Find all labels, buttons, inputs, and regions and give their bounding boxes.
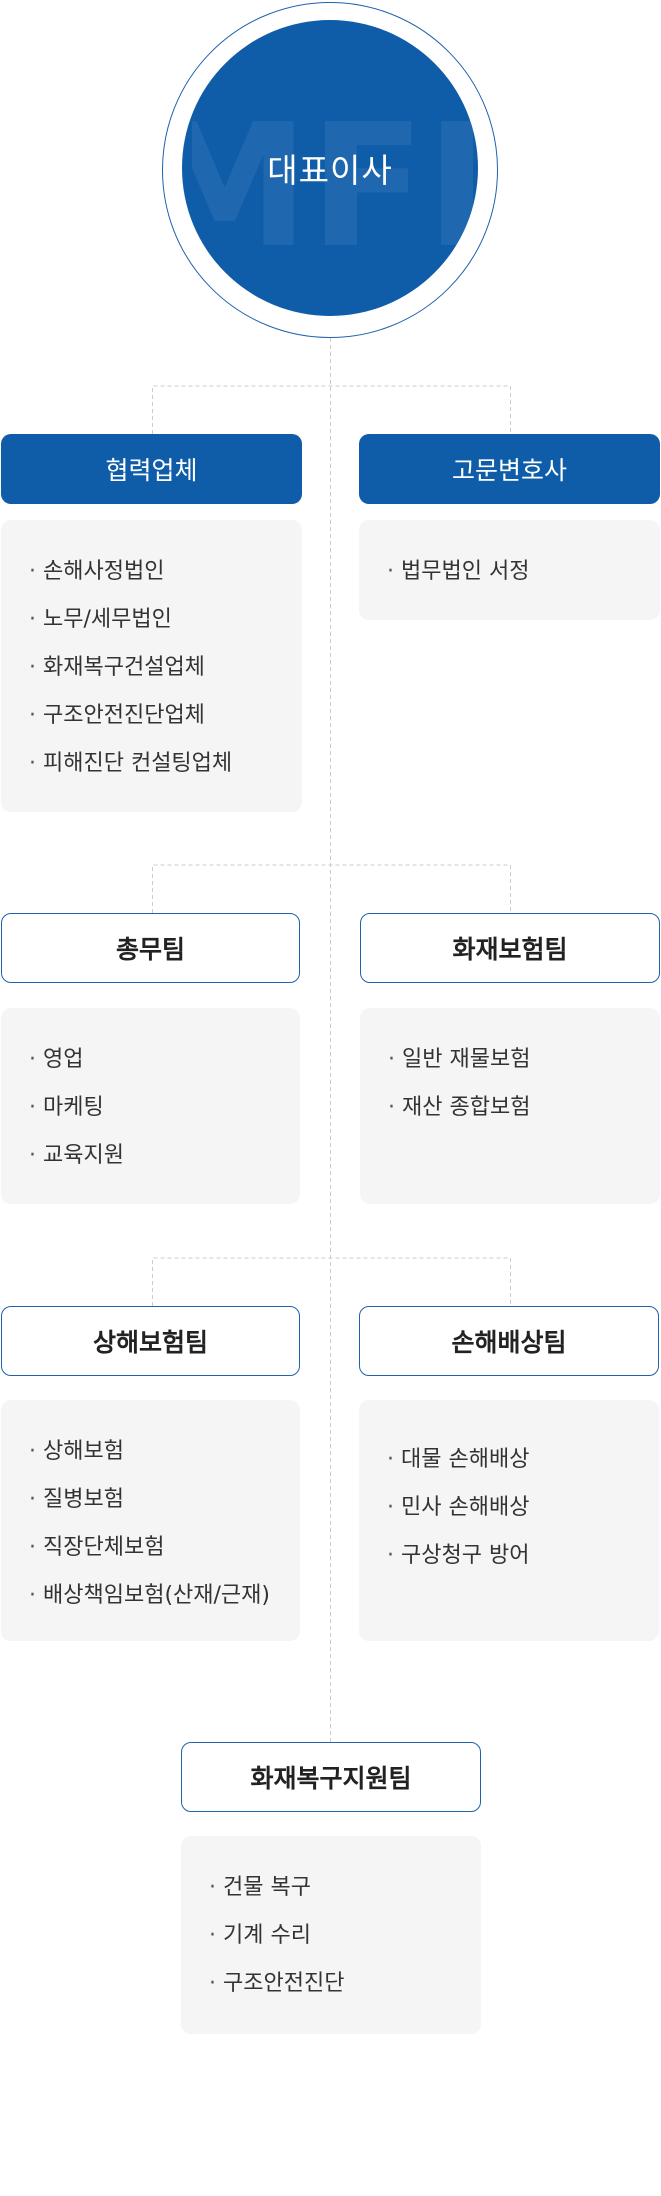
dept-item-label: 일반 재물보험 <box>402 1047 531 1072</box>
dept-box-fire-insurance: · 일반 재물보험 · 재산 종합보험 <box>360 1008 660 1204</box>
dept-item: · 구상청구 방어 <box>387 1532 659 1580</box>
dept-item: · 구조안전진단 <box>209 1960 481 2008</box>
dept-item-label: 피해진단 컨설팅업체 <box>43 751 233 776</box>
dept-header-injury-insurance: 상해보험팀 <box>1 1306 300 1376</box>
dept-item-label: 상해보험 <box>43 1439 124 1464</box>
bullet-dot: · <box>209 1875 216 1900</box>
branch-line-2 <box>152 864 511 913</box>
ceo-title: 대표이사 <box>267 151 393 190</box>
bullet-dot: · <box>29 1143 36 1168</box>
bullet-dot: · <box>29 751 36 776</box>
dept-item: · 화재복구건설업체 <box>29 644 302 692</box>
dept-item-label: 손해사정법인 <box>43 559 165 584</box>
dept-item-label: 재산 종합보험 <box>402 1095 531 1120</box>
bullet-dot: · <box>209 1971 216 1996</box>
dept-box-restoration: · 건물 복구 · 기계 수리 · 구조안전진단 <box>181 1836 481 2034</box>
dept-item: · 구조안전진단업체 <box>29 692 302 740</box>
bullet-dot: · <box>29 703 36 728</box>
dept-item-label: 구상청구 방어 <box>401 1543 530 1568</box>
dept-item: · 상해보험 <box>29 1428 300 1476</box>
dept-item: · 일반 재물보험 <box>388 1036 660 1084</box>
dept-header-partners: 협력업체 <box>1 434 302 504</box>
bullet-dot: · <box>29 559 36 584</box>
dept-item: · 건물 복구 <box>209 1864 481 1912</box>
dept-item-label: 직장단체보험 <box>43 1535 165 1560</box>
bullet-dot: · <box>388 1047 395 1072</box>
dept-item: · 대물 손해배상 <box>387 1436 659 1484</box>
dept-item-label: 대물 손해배상 <box>401 1447 530 1472</box>
dept-item-label: 법무법인 서정 <box>401 559 530 584</box>
dept-item: · 재산 종합보험 <box>388 1084 660 1132</box>
ceo-node: MFL 대표이사 <box>182 20 478 316</box>
dept-item-label: 질병보험 <box>43 1487 124 1512</box>
dept-header-compensation: 손해배상팀 <box>359 1306 659 1376</box>
dept-box-compensation: · 대물 손해배상 · 민사 손해배상 · 구상청구 방어 <box>359 1400 659 1641</box>
dept-item-label: 영업 <box>43 1047 84 1072</box>
bullet-dot: · <box>387 1447 394 1472</box>
svg-text:MFL: MFL <box>192 100 478 260</box>
dept-item-label: 민사 손해배상 <box>401 1495 530 1520</box>
dept-header-general: 총무팀 <box>1 913 300 983</box>
branch-line-1 <box>152 385 511 434</box>
dept-box-general: · 영업 · 마케팅 · 교육지원 <box>1 1008 300 1204</box>
bullet-dot: · <box>29 607 36 632</box>
dept-header-restoration: 화재복구지원팀 <box>181 1742 481 1812</box>
dept-item-label: 교육지원 <box>43 1143 124 1168</box>
bullet-dot: · <box>29 1487 36 1512</box>
dept-header-advisor: 고문변호사 <box>359 434 660 504</box>
dept-item: · 교육지원 <box>29 1132 300 1180</box>
branch-line-3 <box>152 1257 511 1306</box>
bullet-dot: · <box>29 1095 36 1120</box>
dept-item-label: 배상책임보험(산재/근재) <box>43 1583 270 1608</box>
dept-item-label: 구조안전진단업체 <box>43 703 205 728</box>
dept-header-fire-insurance: 화재보험팀 <box>360 913 660 983</box>
bullet-dot: · <box>29 1047 36 1072</box>
bullet-dot: · <box>388 1095 395 1120</box>
dept-item-label: 기계 수리 <box>223 1923 311 1948</box>
dept-item: · 마케팅 <box>29 1084 300 1132</box>
bullet-dot: · <box>387 559 394 584</box>
bullet-dot: · <box>29 1535 36 1560</box>
dept-item-label: 화재복구건설업체 <box>43 655 205 680</box>
dept-item: · 영업 <box>29 1036 300 1084</box>
dept-item: · 노무/세무법인 <box>29 596 302 644</box>
bullet-dot: · <box>387 1543 394 1568</box>
dept-item: · 직장단체보험 <box>29 1524 300 1572</box>
dept-item: · 질병보험 <box>29 1476 300 1524</box>
dept-item-label: 건물 복구 <box>223 1875 311 1900</box>
dept-box-advisor: · 법무법인 서정 <box>359 520 660 620</box>
bullet-dot: · <box>29 1583 36 1608</box>
bullet-dot: · <box>387 1495 394 1520</box>
dept-item: · 민사 손해배상 <box>387 1484 659 1532</box>
dept-item-label: 노무/세무법인 <box>43 607 172 632</box>
bullet-dot: · <box>29 1439 36 1464</box>
dept-item: · 피해진단 컨설팅업체 <box>29 740 302 788</box>
bullet-dot: · <box>209 1923 216 1948</box>
dept-item: · 기계 수리 <box>209 1912 481 1960</box>
dept-item-label: 구조안전진단 <box>223 1971 345 1996</box>
dept-item: · 법무법인 서정 <box>387 548 660 596</box>
dept-item-label: 마케팅 <box>43 1095 104 1120</box>
logo-watermark: MFL <box>192 100 478 260</box>
dept-item: · 배상책임보험(산재/근재) <box>29 1572 300 1620</box>
dept-item: · 손해사정법인 <box>29 548 302 596</box>
dept-box-injury-insurance: · 상해보험 · 질병보험 · 직장단체보험 · 배상책임보험(산재/근재) <box>1 1400 300 1641</box>
dept-box-partners: · 손해사정법인 · 노무/세무법인 · 화재복구건설업체 · 구조안전진단업체 · 피해진단 컨… <box>1 520 302 812</box>
bullet-dot: · <box>29 655 36 680</box>
